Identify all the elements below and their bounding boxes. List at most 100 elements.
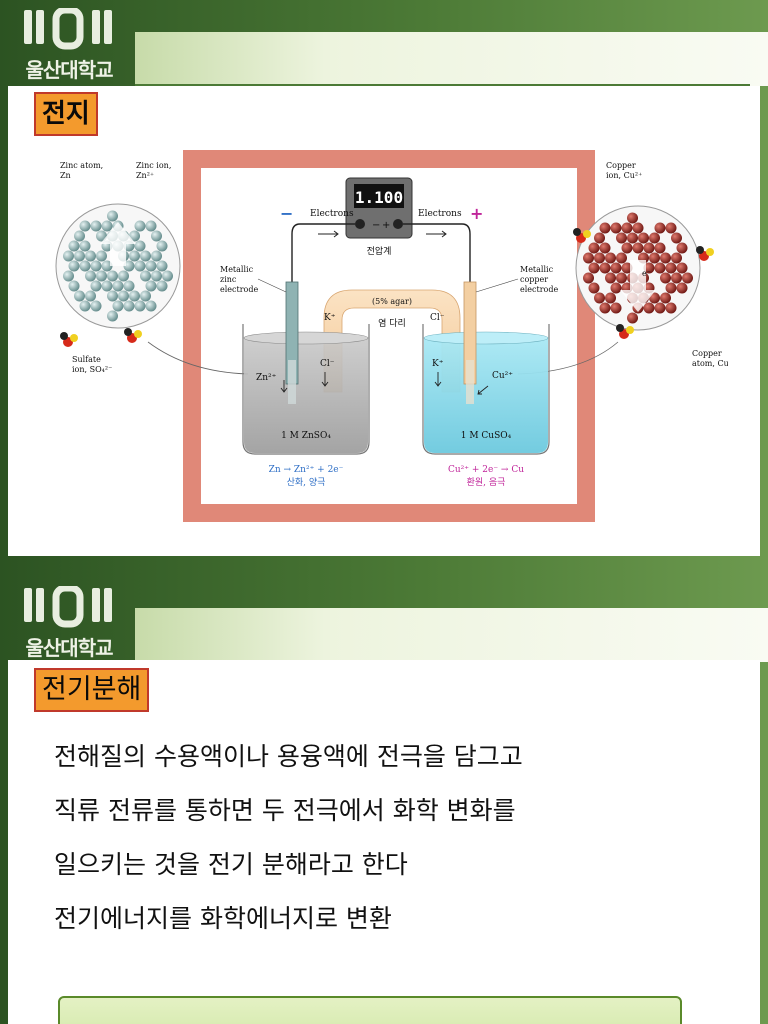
copper-atom bbox=[621, 262, 633, 274]
copper-atom bbox=[654, 302, 666, 314]
body-text: 전해질의 수용액이나 용융액에 전극을 담그고 직류 전류를 통하면 두 전극에… bbox=[54, 730, 734, 946]
copper-atom bbox=[643, 262, 655, 274]
copper-atom bbox=[621, 222, 633, 234]
k-plus-label: K⁺ bbox=[432, 359, 444, 369]
electron-arrow-left bbox=[318, 230, 339, 238]
zinc-atom bbox=[151, 230, 162, 242]
header-banner bbox=[135, 608, 768, 662]
metallic-copper-line2: copper bbox=[520, 275, 548, 284]
copper-atom bbox=[605, 272, 616, 284]
copper-atom-line2: atom, Cu bbox=[692, 359, 728, 368]
zinc-atom bbox=[129, 290, 140, 302]
zinc-electrode-ion-column bbox=[288, 360, 296, 404]
zinc-atom bbox=[63, 250, 74, 262]
zinc-atom bbox=[90, 300, 102, 312]
zinc-atom bbox=[79, 220, 91, 232]
copper-atom bbox=[649, 232, 660, 244]
cl-minus-label: Cl⁻ bbox=[320, 359, 335, 369]
copper-atom bbox=[660, 272, 671, 284]
voltmeter-label: 전압계 bbox=[367, 245, 392, 257]
left-reaction-label: 산화, 양극 bbox=[287, 477, 326, 488]
copper-ion-line2: ion, Cu²⁺ bbox=[606, 171, 642, 180]
electron-symbol: e⁻ bbox=[642, 269, 651, 278]
zinc-atom bbox=[101, 260, 113, 272]
copper-beaker bbox=[422, 324, 550, 455]
copper-atom bbox=[682, 272, 693, 284]
copper-atom bbox=[616, 232, 627, 244]
zinc-atom bbox=[151, 250, 162, 262]
zinc-atom bbox=[90, 260, 102, 272]
copper-atom bbox=[616, 272, 627, 284]
copper-atom bbox=[610, 262, 622, 274]
copper-atom bbox=[610, 282, 622, 294]
copper-atom bbox=[627, 212, 638, 224]
zinc-atom bbox=[68, 280, 80, 292]
zinc-atom bbox=[129, 250, 140, 262]
zinc-atom bbox=[101, 280, 113, 292]
university-name: 울산대학교 bbox=[25, 636, 114, 660]
zinc-atom bbox=[107, 290, 118, 302]
copper-atom bbox=[665, 302, 677, 314]
metallic-zinc-line3: electrode bbox=[220, 285, 258, 294]
left-solution-label: 1 M ZnSO₄ bbox=[281, 431, 331, 441]
zinc-atom bbox=[134, 240, 146, 252]
copper-atom bbox=[632, 242, 644, 254]
zinc-atom bbox=[118, 270, 129, 282]
copper-atom bbox=[588, 262, 600, 274]
metallic-copper-line3: electrode bbox=[520, 285, 558, 294]
zinc-atom bbox=[145, 280, 157, 292]
plus-sign: + bbox=[470, 204, 483, 223]
copper-atom bbox=[660, 252, 671, 264]
copper-atom bbox=[599, 302, 611, 314]
cu-ion-arrow bbox=[477, 385, 489, 395]
sulfate-ion-icon-right bbox=[573, 228, 714, 339]
copper-atom bbox=[676, 242, 688, 254]
zinc-atom bbox=[156, 260, 168, 272]
voltmeter-reading: 1.100 bbox=[355, 188, 403, 207]
electrons-left-label: Electrons bbox=[310, 209, 354, 219]
zinc-atom bbox=[123, 300, 135, 312]
salt-bridge-agar: (5% agar) bbox=[372, 297, 412, 306]
bridge-cl-minus: Cl⁻ bbox=[430, 313, 445, 323]
zinc-atom-line1: Zinc atom, bbox=[60, 161, 103, 170]
zinc-atom bbox=[140, 270, 151, 282]
zinc-atom bbox=[90, 220, 102, 232]
copper-atom bbox=[665, 222, 677, 234]
body-line-4: 전기에너지를 화학에너지로 변환 bbox=[54, 904, 392, 933]
sulfate-line2: ion, SO₄²⁻ bbox=[72, 365, 112, 374]
metallic-zinc-line2: zinc bbox=[220, 275, 237, 284]
slide-battery: 울산대학교 전지 bbox=[0, 0, 768, 566]
zinc-atom bbox=[140, 250, 151, 262]
copper-atom bbox=[649, 252, 660, 264]
copper-atom bbox=[583, 272, 594, 284]
zinc-atom bbox=[96, 270, 107, 282]
zinc-atom bbox=[68, 240, 80, 252]
zinc-atom bbox=[151, 270, 162, 282]
zinc-atom bbox=[90, 280, 102, 292]
zinc-atom bbox=[96, 230, 107, 242]
copper-atom bbox=[599, 242, 611, 254]
wire-right bbox=[403, 223, 471, 292]
copper-atom bbox=[594, 292, 605, 304]
copper-atom bbox=[621, 242, 633, 254]
university-logo: 울산대학교 bbox=[10, 586, 128, 661]
bridge-k-plus: K⁺ bbox=[324, 313, 336, 323]
zinc-atom bbox=[123, 260, 135, 272]
metallic-copper-line1: Metallic bbox=[520, 265, 554, 274]
cu-ion-label: Cu²⁺ bbox=[492, 371, 513, 381]
zinc-atom bbox=[140, 290, 151, 302]
zinc-atom bbox=[74, 290, 85, 302]
copper-atom bbox=[649, 292, 660, 304]
zinc-magnifier bbox=[55, 203, 181, 329]
copper-magnifier bbox=[575, 205, 701, 331]
summary-box bbox=[58, 996, 682, 1024]
zinc-atom bbox=[156, 240, 168, 252]
copper-atom bbox=[643, 302, 655, 314]
galvanic-cell-diagram: 1.100 − + 전압계 Electrons Electrons − + (5… bbox=[55, 150, 728, 522]
zinc-atom bbox=[96, 250, 107, 262]
copper-atom bbox=[588, 282, 600, 294]
zinc-atom bbox=[101, 220, 113, 232]
copper-atom bbox=[599, 222, 611, 234]
zinc-atom bbox=[129, 230, 140, 242]
copper-atom bbox=[594, 252, 605, 264]
